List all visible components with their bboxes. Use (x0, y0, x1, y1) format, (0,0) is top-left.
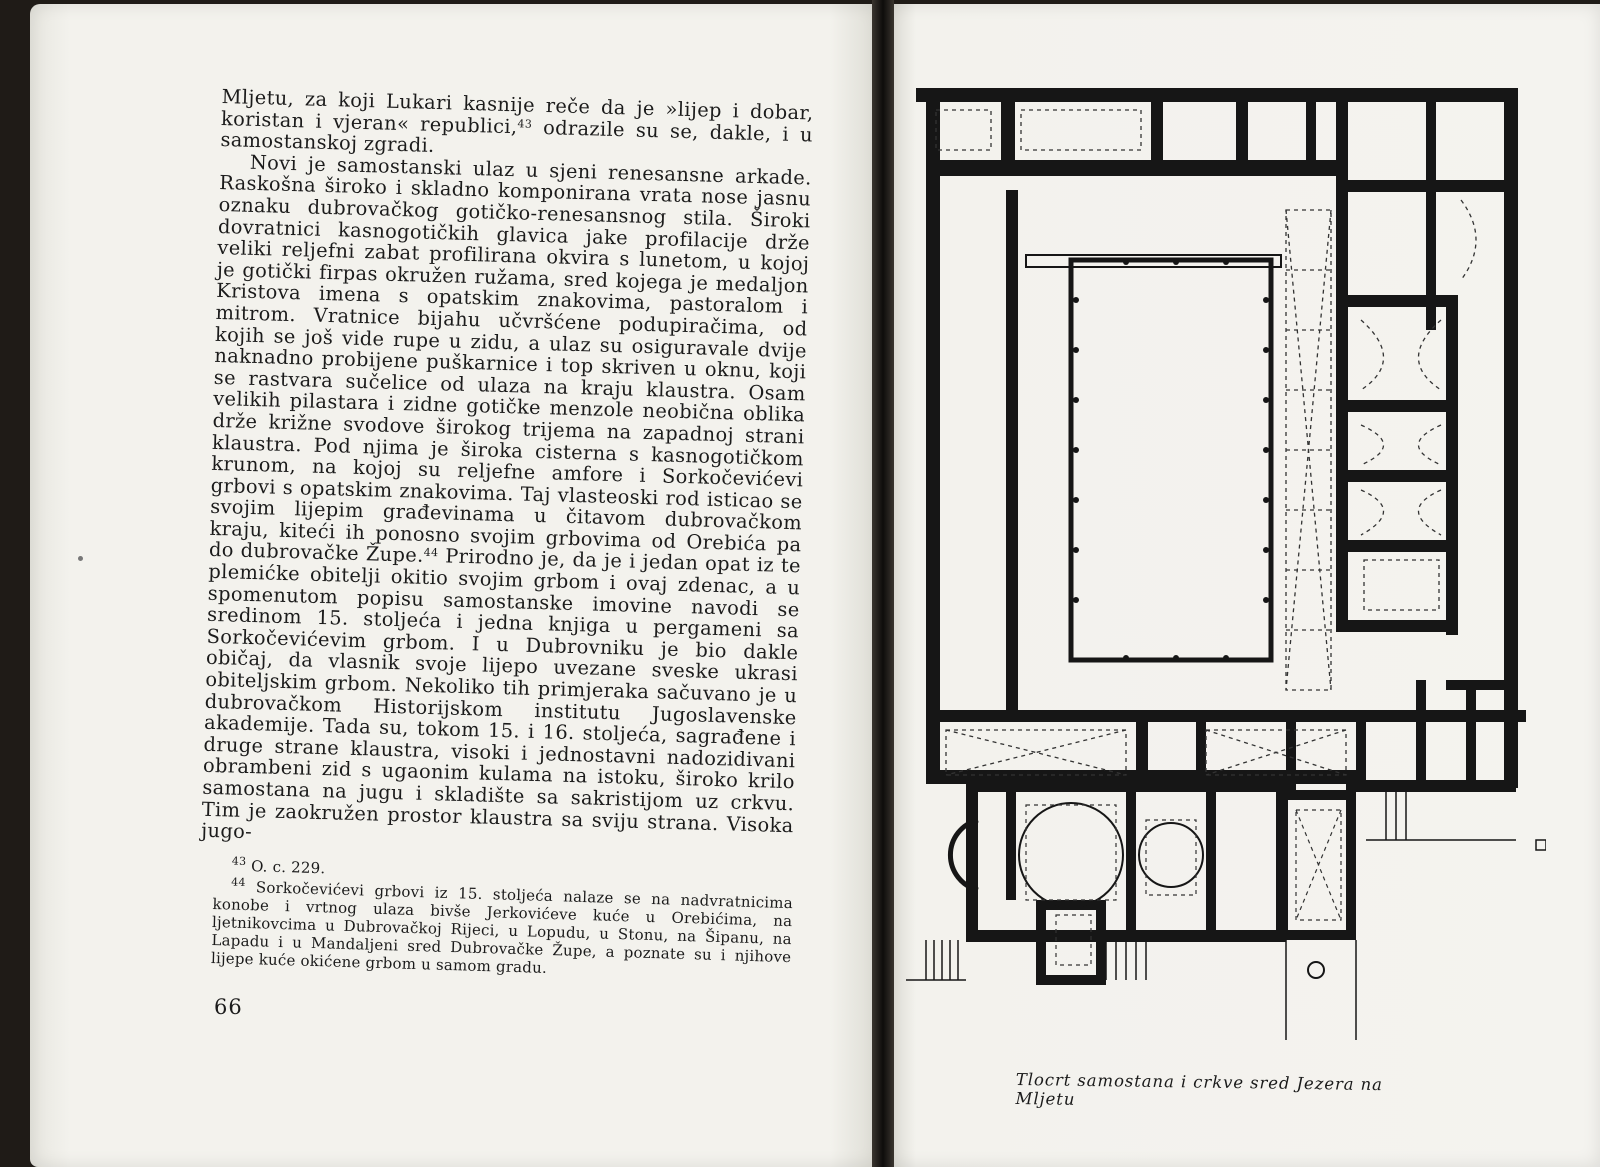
right-page (886, 4, 1600, 1167)
figure-caption: Tlocrt samostana i crkve sred Jezera na … (1015, 1070, 1383, 1109)
paper-speck (78, 556, 83, 561)
footnote-44: 44 Sorkočevićevi grbovi iz 15. stoljeća … (210, 875, 794, 977)
footnotes: 43 O. c. 229. 44 Sorkočevićevi grbovi iz… (210, 855, 794, 984)
monastery-floor-plan (906, 88, 1546, 1040)
footnote-ref-44[interactable]: 44 (423, 546, 439, 560)
body-text: Mljetu, za koji Lukari kasnije reče da j… (200, 85, 814, 858)
book-gutter (872, 0, 894, 1167)
left-page (30, 4, 880, 1167)
page-number: 66 (214, 995, 243, 1019)
paragraph-2: Novi je samostanski ulaz u sjeni renesan… (200, 150, 812, 844)
footnote-ref-43[interactable]: 43 (517, 116, 533, 131)
